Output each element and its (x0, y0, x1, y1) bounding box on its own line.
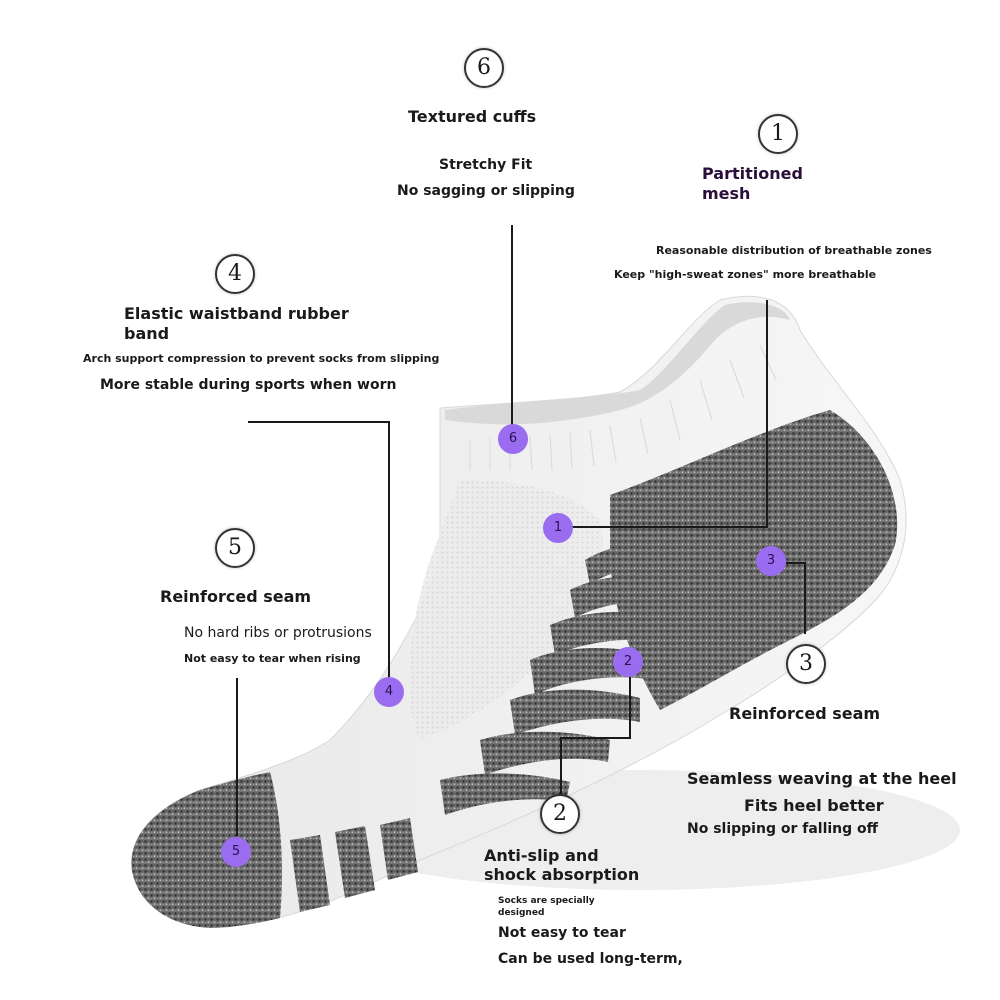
callout-number-5: 5 (215, 528, 255, 568)
callout-line-1b: Keep "high-sweat zones" more breathable (614, 268, 877, 281)
callout-number-2: 2 (540, 794, 580, 834)
leader-line-5 (236, 678, 238, 836)
callout-line-2b: Can be used long-term, (498, 951, 683, 967)
leader-line-2-v2 (560, 737, 562, 799)
marker-5: 5 (221, 837, 251, 867)
callout-line-3c: No slipping or falling off (687, 821, 878, 837)
callout-number-1: 1 (758, 114, 798, 154)
leader-line-2-v (629, 676, 631, 738)
toe-stripes (290, 818, 418, 912)
marker-3: 3 (756, 546, 786, 576)
leader-line-2-h (562, 737, 631, 739)
marker-1: 1 (543, 513, 573, 543)
callout-title-3: Reinforced seam (729, 704, 881, 723)
callout-number-6: 6 (464, 48, 504, 88)
callout-line-5a: No hard ribs or protrusions (184, 625, 372, 641)
toe-cushion (131, 772, 282, 928)
callout-small-2a: Socks are specially (498, 896, 595, 906)
leader-line-4-h (248, 421, 390, 423)
callout-title-1: Partitioned mesh (702, 164, 803, 203)
sock-opening (445, 302, 790, 425)
callout-title-6: Textured cuffs (408, 107, 537, 126)
marker-6: 6 (498, 424, 528, 454)
callout-line-6a: Stretchy Fit (439, 157, 533, 173)
callout-line-4a: Arch support compression to prevent sock… (83, 352, 440, 365)
callout-line-6b: No sagging or slipping (397, 183, 575, 199)
leader-line-3-h (786, 562, 806, 564)
callout-number-4: 4 (215, 254, 255, 294)
callout-line-3b: Fits heel better (744, 796, 884, 815)
leader-line-4-v (388, 421, 390, 677)
marker-2: 2 (613, 647, 643, 677)
callout-title-4b: band (124, 324, 170, 343)
callout-title-4a: Elastic waistband rubber (124, 304, 349, 323)
leader-line-1-v (766, 300, 768, 528)
callout-small-2b: designed (498, 908, 545, 918)
callout-title-2a: Anti-slip and (484, 846, 599, 865)
leader-line-1-h (572, 526, 768, 528)
heel-cushion (610, 410, 898, 710)
callout-number-3: 3 (786, 644, 826, 684)
callout-line-3a: Seamless weaving at the heel (687, 769, 957, 788)
callout-line-1a: Reasonable distribution of breathable zo… (656, 244, 932, 257)
cuff-ribbing (469, 344, 777, 471)
callout-title-2b: shock absorption (484, 865, 640, 884)
leader-line-3-v (804, 562, 806, 634)
marker-4: 4 (374, 677, 404, 707)
mesh-panel (409, 480, 603, 740)
callout-line-4b: More stable during sports when worn (100, 377, 397, 393)
callout-title-5: Reinforced seam (160, 587, 312, 606)
callout-line-2a: Not easy to tear (498, 925, 626, 941)
callout-line-5b: Not easy to tear when rising (184, 652, 361, 665)
leader-line-6 (511, 225, 513, 439)
